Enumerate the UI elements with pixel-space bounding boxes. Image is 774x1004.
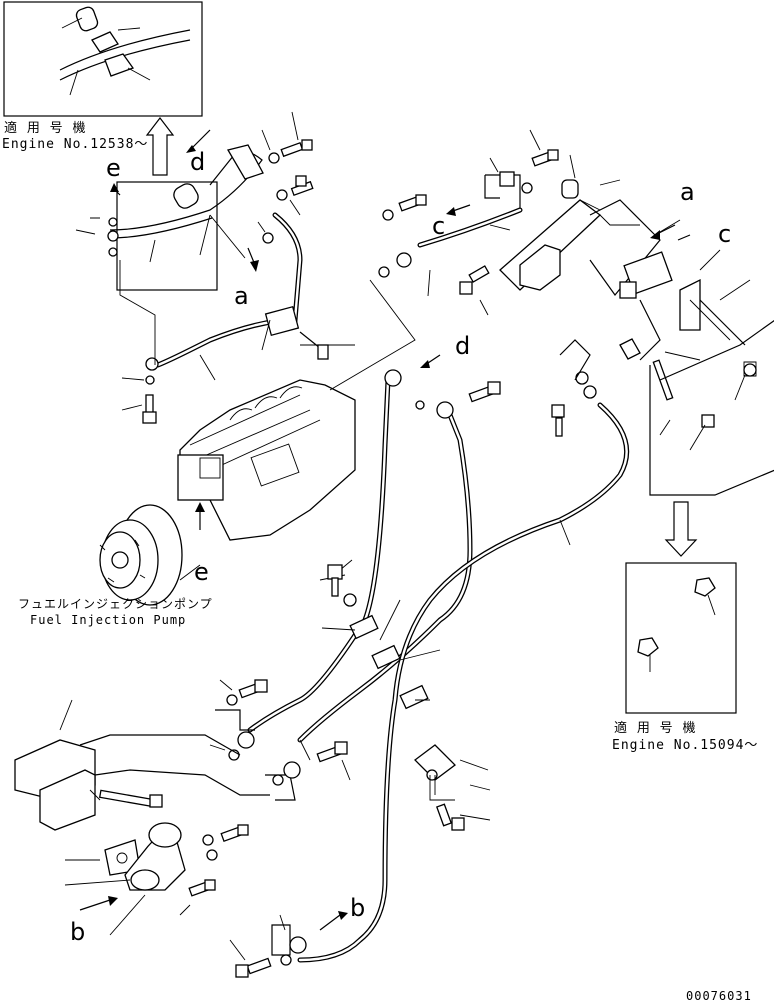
bottom-b-group xyxy=(229,911,348,978)
callout-b-bottom: b xyxy=(350,894,366,922)
top-centre-group xyxy=(329,129,640,391)
pump-name-japanese: フュエルインジェクションポンプ xyxy=(18,597,213,611)
pump-name-english: Fuel Injection Pump xyxy=(30,613,187,627)
bottom-centre-bracket xyxy=(414,744,491,831)
inset-bottom-applicable-label: 適 用 号 機 xyxy=(614,721,697,736)
bottom-left-fittings xyxy=(209,679,351,801)
callout-e-upper: e xyxy=(106,154,121,182)
inset-top-applicable-label: 適 用 号 機 xyxy=(4,121,87,136)
callout-e-pump: e xyxy=(194,558,209,586)
drawing-number: 00076031 xyxy=(686,989,752,1003)
main-hoses xyxy=(247,339,630,963)
arrow-to-top-inset xyxy=(145,117,175,176)
bolts-top-left xyxy=(257,111,314,244)
bolt-clamp xyxy=(327,564,357,607)
callout-a-right: a xyxy=(680,178,695,206)
callout-c-upper: c xyxy=(432,212,446,240)
feed-hose-upper xyxy=(119,212,355,424)
right-side-group xyxy=(589,199,774,496)
inset-top-engine-number: Engine No.12538～ xyxy=(2,137,149,152)
arrow-to-bottom-inset xyxy=(664,501,698,557)
callout-b-left: b xyxy=(70,918,86,946)
inset-bottom-right xyxy=(625,562,737,714)
callout-arrows xyxy=(110,129,691,368)
callout-a-upper: a xyxy=(234,282,249,310)
upper-left-group xyxy=(75,144,264,291)
callout-d-upper: d xyxy=(190,148,206,176)
callout-d-centre: d xyxy=(455,332,471,360)
callout-c-right: c xyxy=(718,220,732,248)
feed-pump-assembly xyxy=(14,699,270,936)
inset-bottom-engine-number: Engine No.15094～ xyxy=(612,738,759,753)
fuel-injection-pump xyxy=(99,379,356,606)
inset-top-left xyxy=(3,1,203,117)
